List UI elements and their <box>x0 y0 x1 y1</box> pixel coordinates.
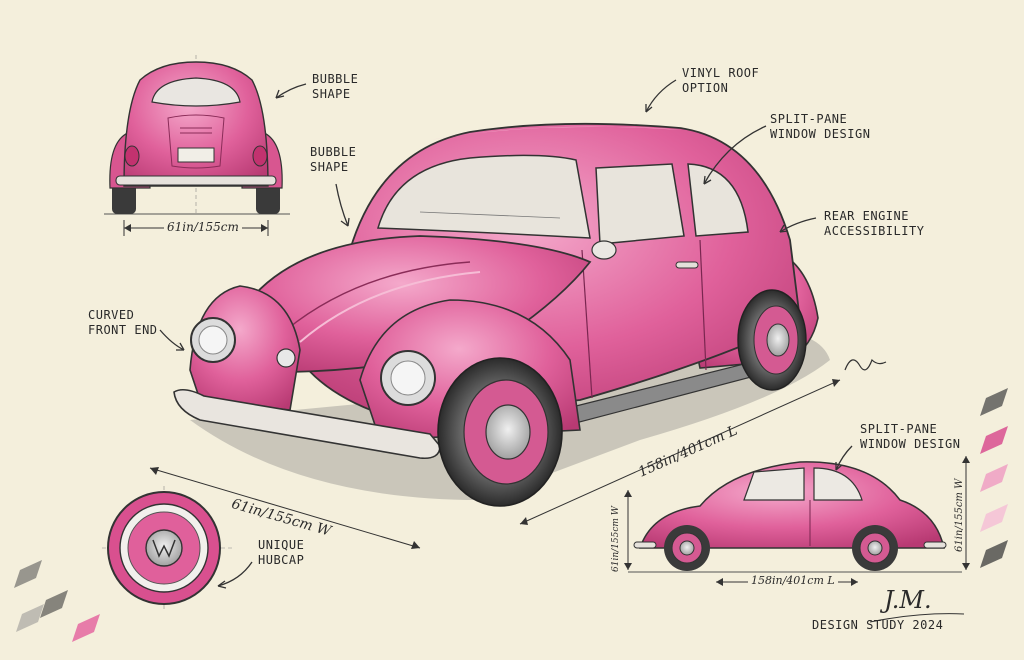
main-perspective-sketch <box>149 122 887 549</box>
hubcap-detail-sketch <box>102 486 232 612</box>
swatch-3 <box>980 504 1008 532</box>
swatch-0 <box>980 388 1008 416</box>
signature-caption: DESIGN STUDY 2024 <box>812 618 944 632</box>
pencil-swatches-left <box>14 560 100 642</box>
rear-view-sketch <box>104 55 290 236</box>
dim-side-height-right: 61in/155cm W <box>954 478 965 552</box>
dim-side-length: 158in/401cm L <box>748 574 838 587</box>
signature-initials: J.M. <box>884 586 932 614</box>
dim-side-height-left: 61in/155cm W <box>611 505 621 572</box>
swatch-4 <box>980 540 1008 568</box>
leader-arrows <box>159 79 853 589</box>
pencil-swatches-right <box>980 388 1008 568</box>
dim-rear-width: 61in/155cm <box>164 220 242 234</box>
side-view-sketch <box>624 456 970 623</box>
swatch-1 <box>980 426 1008 454</box>
swatch-2 <box>980 464 1008 492</box>
